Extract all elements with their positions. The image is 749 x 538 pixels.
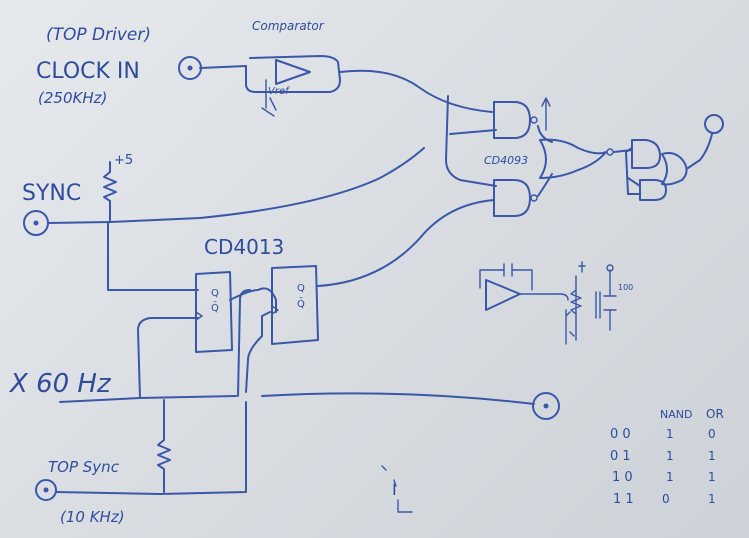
resistor-100-label: 100	[618, 283, 633, 292]
cd4093-nand-lower	[493, 179, 538, 217]
truth-row-nand: 1	[666, 470, 674, 484]
comparator-label: Comparator	[252, 19, 325, 33]
ff1-qbar-label: Q̄	[211, 301, 219, 314]
truth-row-or: 1	[708, 470, 716, 484]
ff2-qbar-label: Q̄	[297, 297, 305, 310]
integrator-sketch	[479, 261, 617, 345]
cd4093-label: CD4093	[484, 154, 528, 167]
truth-row-nand: 1	[666, 427, 674, 441]
ff1-q-label: Q	[211, 288, 219, 299]
sync-connector	[23, 210, 49, 236]
comparator-symbol	[199, 55, 341, 117]
truth-header-or: OR	[706, 407, 724, 421]
truth-row-nand: 0	[662, 492, 670, 506]
truth-row-or: 1	[708, 449, 716, 463]
cd4013-flipflop-2	[271, 265, 319, 345]
misc-mark-label: I	[392, 480, 397, 499]
misc-mark	[381, 465, 413, 513]
plus5-label: +5	[114, 153, 133, 168]
output-connector	[532, 392, 560, 420]
truth-row-inputs: 1 0	[612, 470, 633, 485]
cd4013-label: CD4013	[204, 235, 284, 259]
scope-probe-connector	[704, 114, 724, 134]
clock-freq-label: (250KHz)	[38, 89, 107, 107]
top-sync-connector	[35, 479, 57, 501]
truth-row-inputs: 1 1	[613, 492, 634, 507]
clock-in-label: CLOCK IN	[36, 59, 140, 84]
truth-table: NAND OR 0 0 1 0 0 1 1 1 1 0 1 1 1 1 0 1	[610, 407, 724, 507]
truth-row-or: 0	[708, 427, 716, 441]
clock-in-connector	[178, 56, 202, 80]
truth-header-nand: NAND	[660, 408, 692, 421]
cd4013-flipflop-1	[195, 271, 233, 353]
output-gate-cluster	[625, 133, 713, 201]
wiring	[47, 69, 535, 495]
or-gate	[537, 125, 633, 197]
sync-freq-label: (10 KHz)	[60, 508, 125, 526]
x60hz-label: X 60 Hz	[8, 369, 112, 399]
top-sync-label: TOP Sync	[48, 458, 120, 476]
sync-label: SYNC	[22, 181, 81, 206]
truth-row-nand: 1	[666, 449, 674, 463]
cd4093-nand-upper	[493, 97, 551, 139]
ff2-q-label: Q	[297, 283, 305, 294]
truth-row-inputs: 0 1	[610, 449, 631, 464]
truth-row-or: 1	[708, 492, 716, 506]
truth-row-inputs: 0 0	[610, 427, 631, 442]
top-driver-label: (TOP Driver)	[46, 25, 151, 45]
